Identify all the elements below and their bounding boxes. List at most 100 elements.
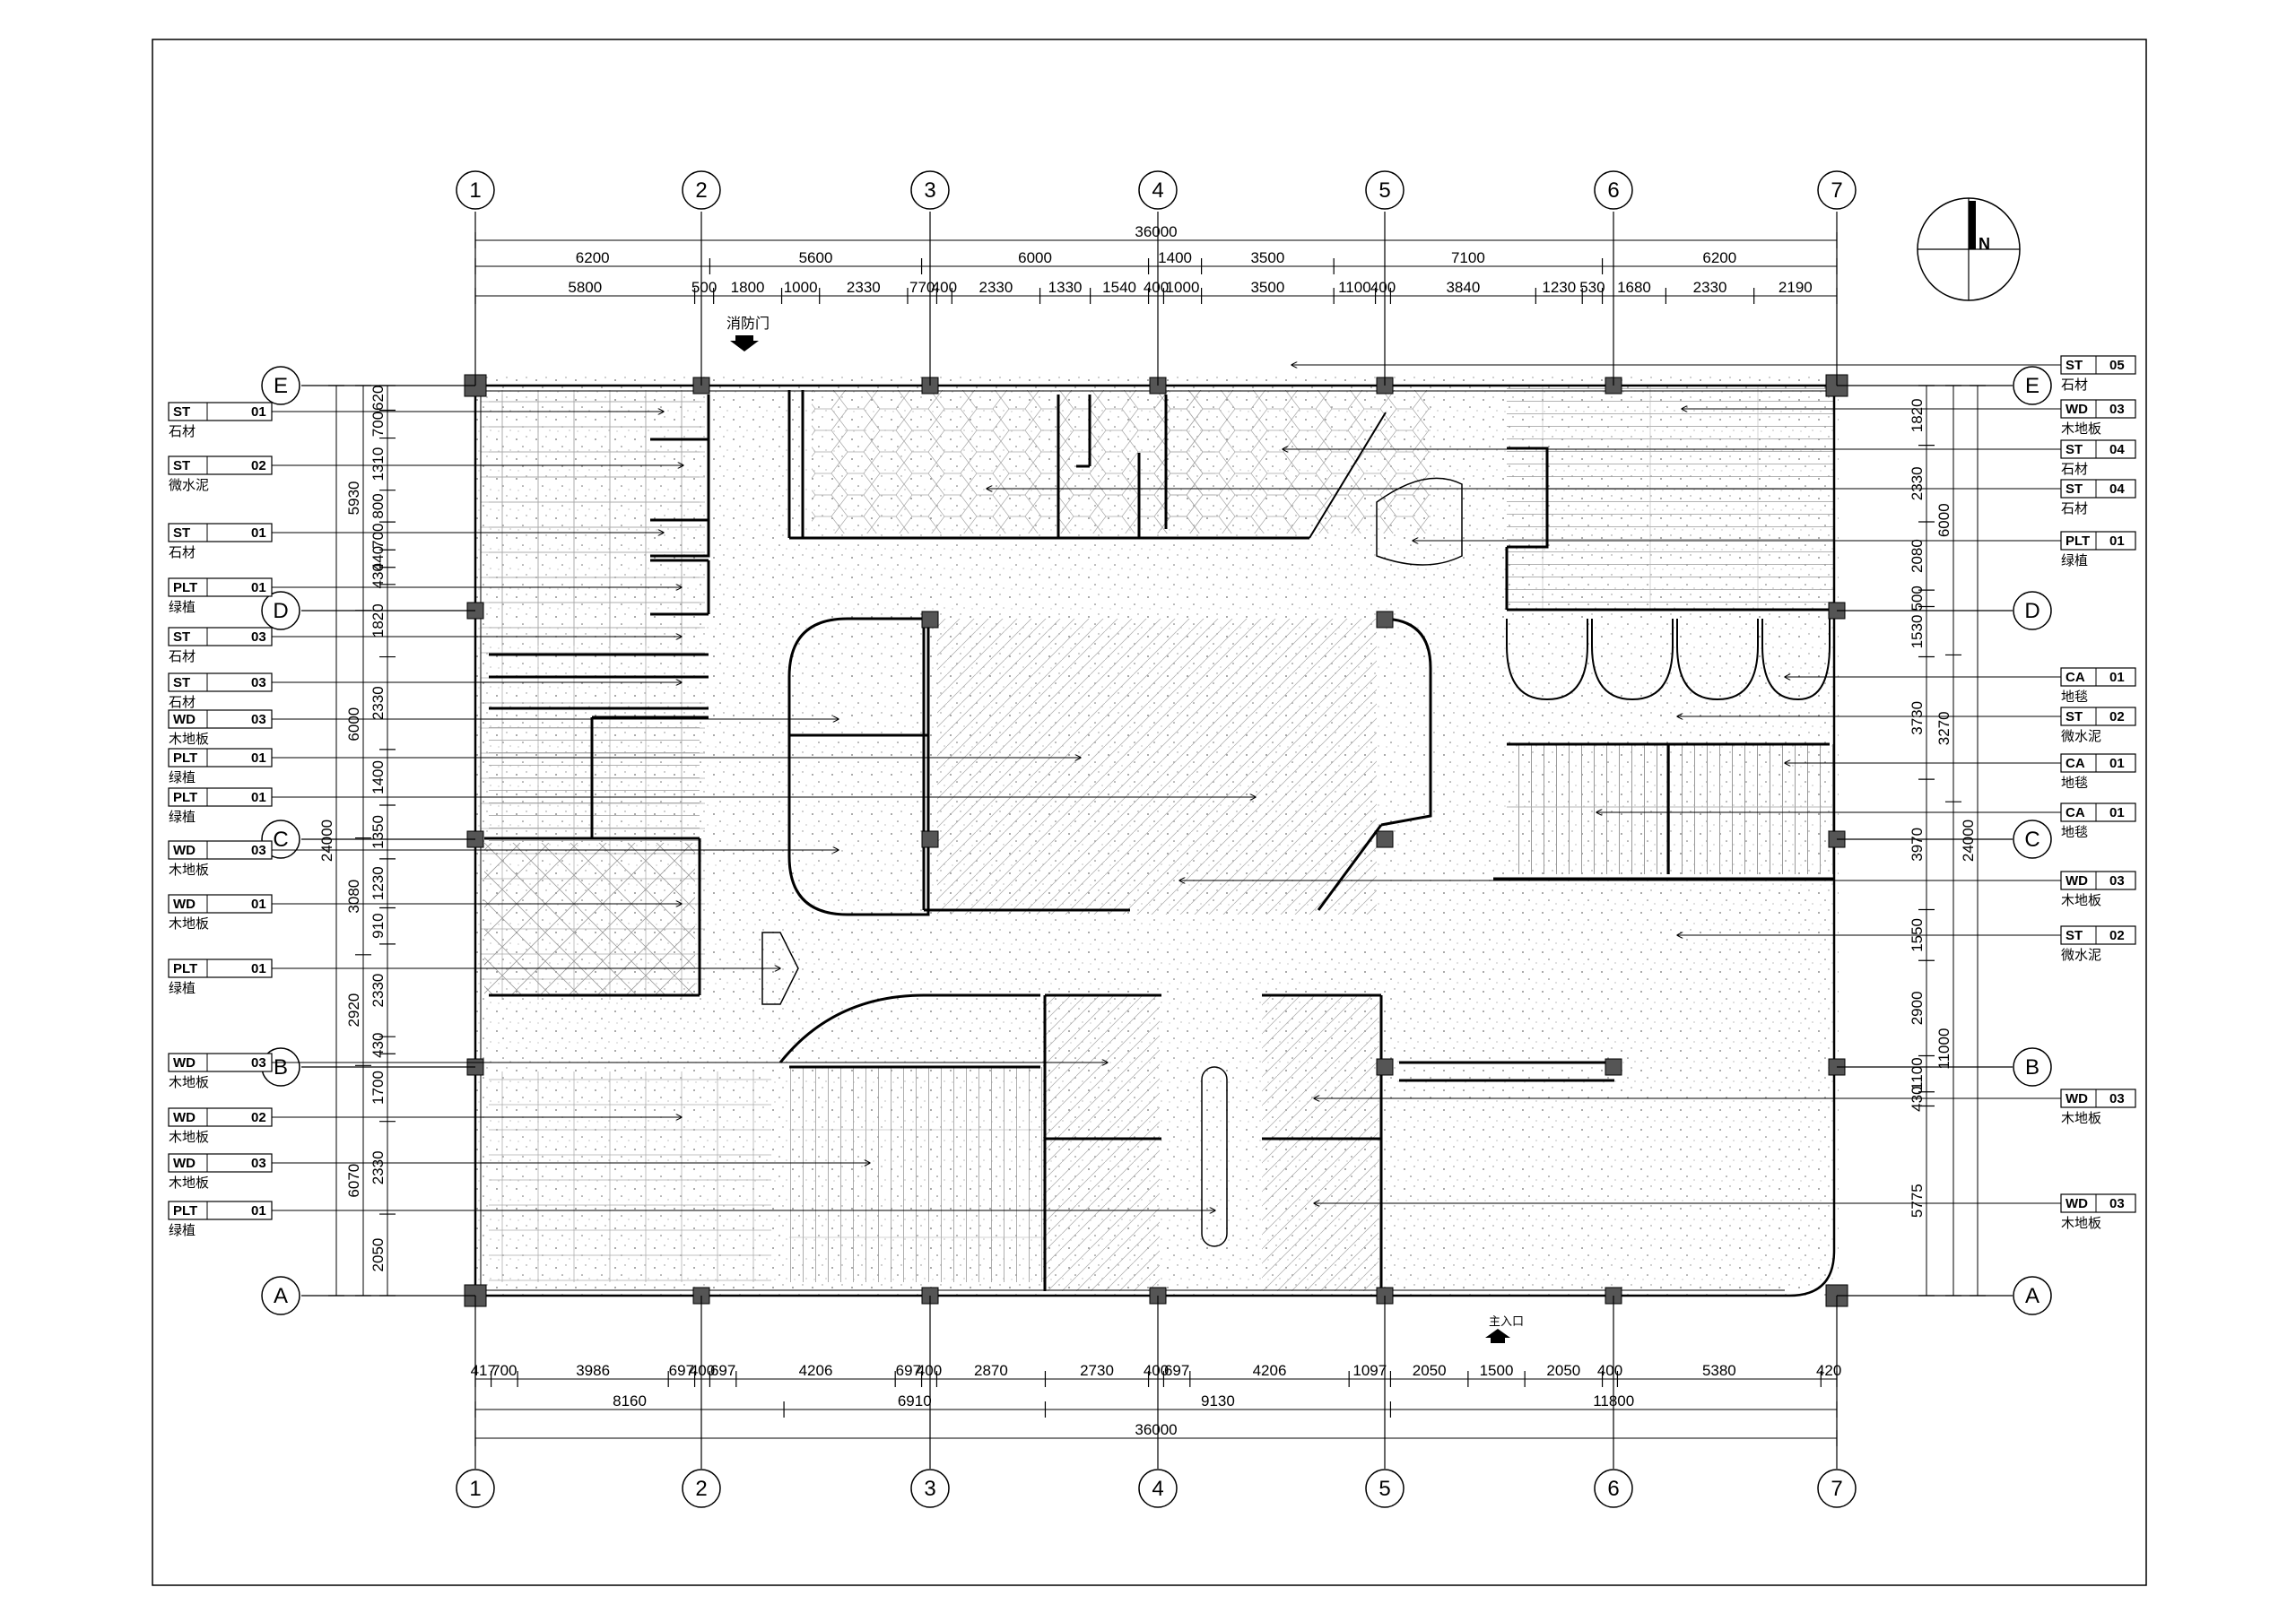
tag-code: WD bbox=[173, 1055, 196, 1071]
tag-number: 01 bbox=[251, 525, 266, 541]
dimension-value: 3986 bbox=[576, 1362, 610, 1379]
axis-bubble bbox=[456, 170, 495, 210]
dimension-value: 5930 bbox=[345, 481, 362, 515]
dimension-value: 4206 bbox=[799, 1362, 833, 1379]
tag-code: PLT bbox=[173, 961, 197, 976]
axis-label-row: D bbox=[273, 599, 288, 623]
tag-code: WD bbox=[173, 1110, 196, 1125]
tag-number: 01 bbox=[251, 750, 266, 766]
dimension-value: 420 bbox=[1816, 1362, 1841, 1379]
dimension-value: 6070 bbox=[345, 1164, 362, 1198]
axis-bubble bbox=[1817, 170, 1857, 210]
dimension-value: 400 bbox=[1144, 279, 1169, 296]
dimension-value: 2050 bbox=[1546, 1362, 1580, 1379]
dimension-value: 430 bbox=[370, 1033, 387, 1058]
axis-label-col: 4 bbox=[1152, 1477, 1163, 1501]
tag-code: WD bbox=[173, 712, 196, 727]
dimension-value: 440 bbox=[370, 546, 387, 571]
dimension-value: 2330 bbox=[370, 974, 387, 1008]
main-entrance-note: 主入口 bbox=[1489, 1314, 1524, 1328]
axis-label-row: A bbox=[2025, 1284, 2039, 1308]
tag-material: 木地板 bbox=[169, 731, 209, 747]
dimension-value: 400 bbox=[917, 1362, 942, 1379]
tag-number: 03 bbox=[251, 1156, 266, 1171]
tag-material: 木地板 bbox=[2061, 1215, 2101, 1231]
dimension-value: 5600 bbox=[799, 249, 833, 266]
axis-bubble bbox=[910, 1469, 950, 1508]
dimension-value: 11800 bbox=[1593, 1392, 1634, 1409]
dimension-value: 400 bbox=[1370, 279, 1396, 296]
tag-material: 绿植 bbox=[2061, 553, 2088, 568]
dimension-value: 6000 bbox=[1935, 503, 1952, 537]
dimension-value: 2330 bbox=[979, 279, 1013, 296]
dimension-value: 6200 bbox=[576, 249, 610, 266]
dimension-value: 910 bbox=[370, 913, 387, 938]
tag-material: 木地板 bbox=[169, 1129, 209, 1145]
tag-code: ST bbox=[173, 629, 190, 645]
dimension-value: 2870 bbox=[974, 1362, 1008, 1379]
planter-shape bbox=[1376, 477, 1463, 566]
dimension-value: 5775 bbox=[1909, 1184, 1926, 1218]
dimension-value: 2730 bbox=[1080, 1362, 1114, 1379]
dimension-value: 3970 bbox=[1909, 828, 1926, 862]
dimension-value: 1000 bbox=[1166, 279, 1200, 296]
axis-label-col: 5 bbox=[1378, 178, 1390, 203]
tag-material: 石材 bbox=[2061, 501, 2088, 516]
axis-bubble bbox=[1594, 1469, 1633, 1508]
central-curved-room bbox=[787, 617, 930, 916]
fire-door-arrow-icon bbox=[730, 335, 759, 351]
tag-number: 02 bbox=[2109, 709, 2125, 724]
dimension-value: 1100 bbox=[1909, 1057, 1926, 1090]
dimension-value: 2050 bbox=[370, 1238, 387, 1272]
dimension-value: 770 bbox=[909, 279, 935, 296]
tag-number: 03 bbox=[251, 1055, 266, 1071]
dimension-value: 2920 bbox=[345, 993, 362, 1028]
tag-number: 01 bbox=[251, 790, 266, 805]
tag-number: 03 bbox=[2109, 1196, 2125, 1211]
tag-material: 木地板 bbox=[169, 915, 209, 932]
axis-label-col: 2 bbox=[695, 1477, 707, 1501]
tag-code: WD bbox=[2066, 402, 2088, 417]
tag-code: ST bbox=[2066, 928, 2083, 943]
dimension-value: 1230 bbox=[370, 866, 387, 900]
dimension-value: 1700 bbox=[370, 1071, 387, 1105]
axis-label-row: B bbox=[2025, 1055, 2039, 1080]
tag-code: ST bbox=[173, 525, 190, 541]
dimension-value: 1350 bbox=[370, 815, 387, 849]
dimension-value: 2330 bbox=[1693, 279, 1727, 296]
tag-number: 02 bbox=[251, 458, 266, 473]
tag-material: 微水泥 bbox=[169, 478, 209, 493]
tag-number: 03 bbox=[2109, 873, 2125, 889]
tag-number: 01 bbox=[2109, 805, 2125, 820]
axis-label-col: 3 bbox=[924, 178, 935, 203]
dimension-value: 400 bbox=[1597, 1362, 1622, 1379]
tag-number: 01 bbox=[2109, 533, 2125, 549]
tag-code: PLT bbox=[173, 790, 197, 805]
axis-bubble bbox=[1817, 1469, 1857, 1508]
tag-code: CA bbox=[2066, 805, 2085, 820]
axis-bubble bbox=[1138, 1469, 1178, 1508]
axis-bubble bbox=[456, 1469, 495, 1508]
central-curved-room-east bbox=[1380, 617, 1432, 827]
axis-bubble bbox=[261, 1276, 300, 1315]
axis-bubble bbox=[261, 366, 300, 405]
tag-material: 石材 bbox=[2061, 462, 2088, 477]
dimension-value: 500 bbox=[691, 279, 717, 296]
tag-material: 木地板 bbox=[169, 862, 209, 878]
tag-code: ST bbox=[173, 404, 190, 420]
